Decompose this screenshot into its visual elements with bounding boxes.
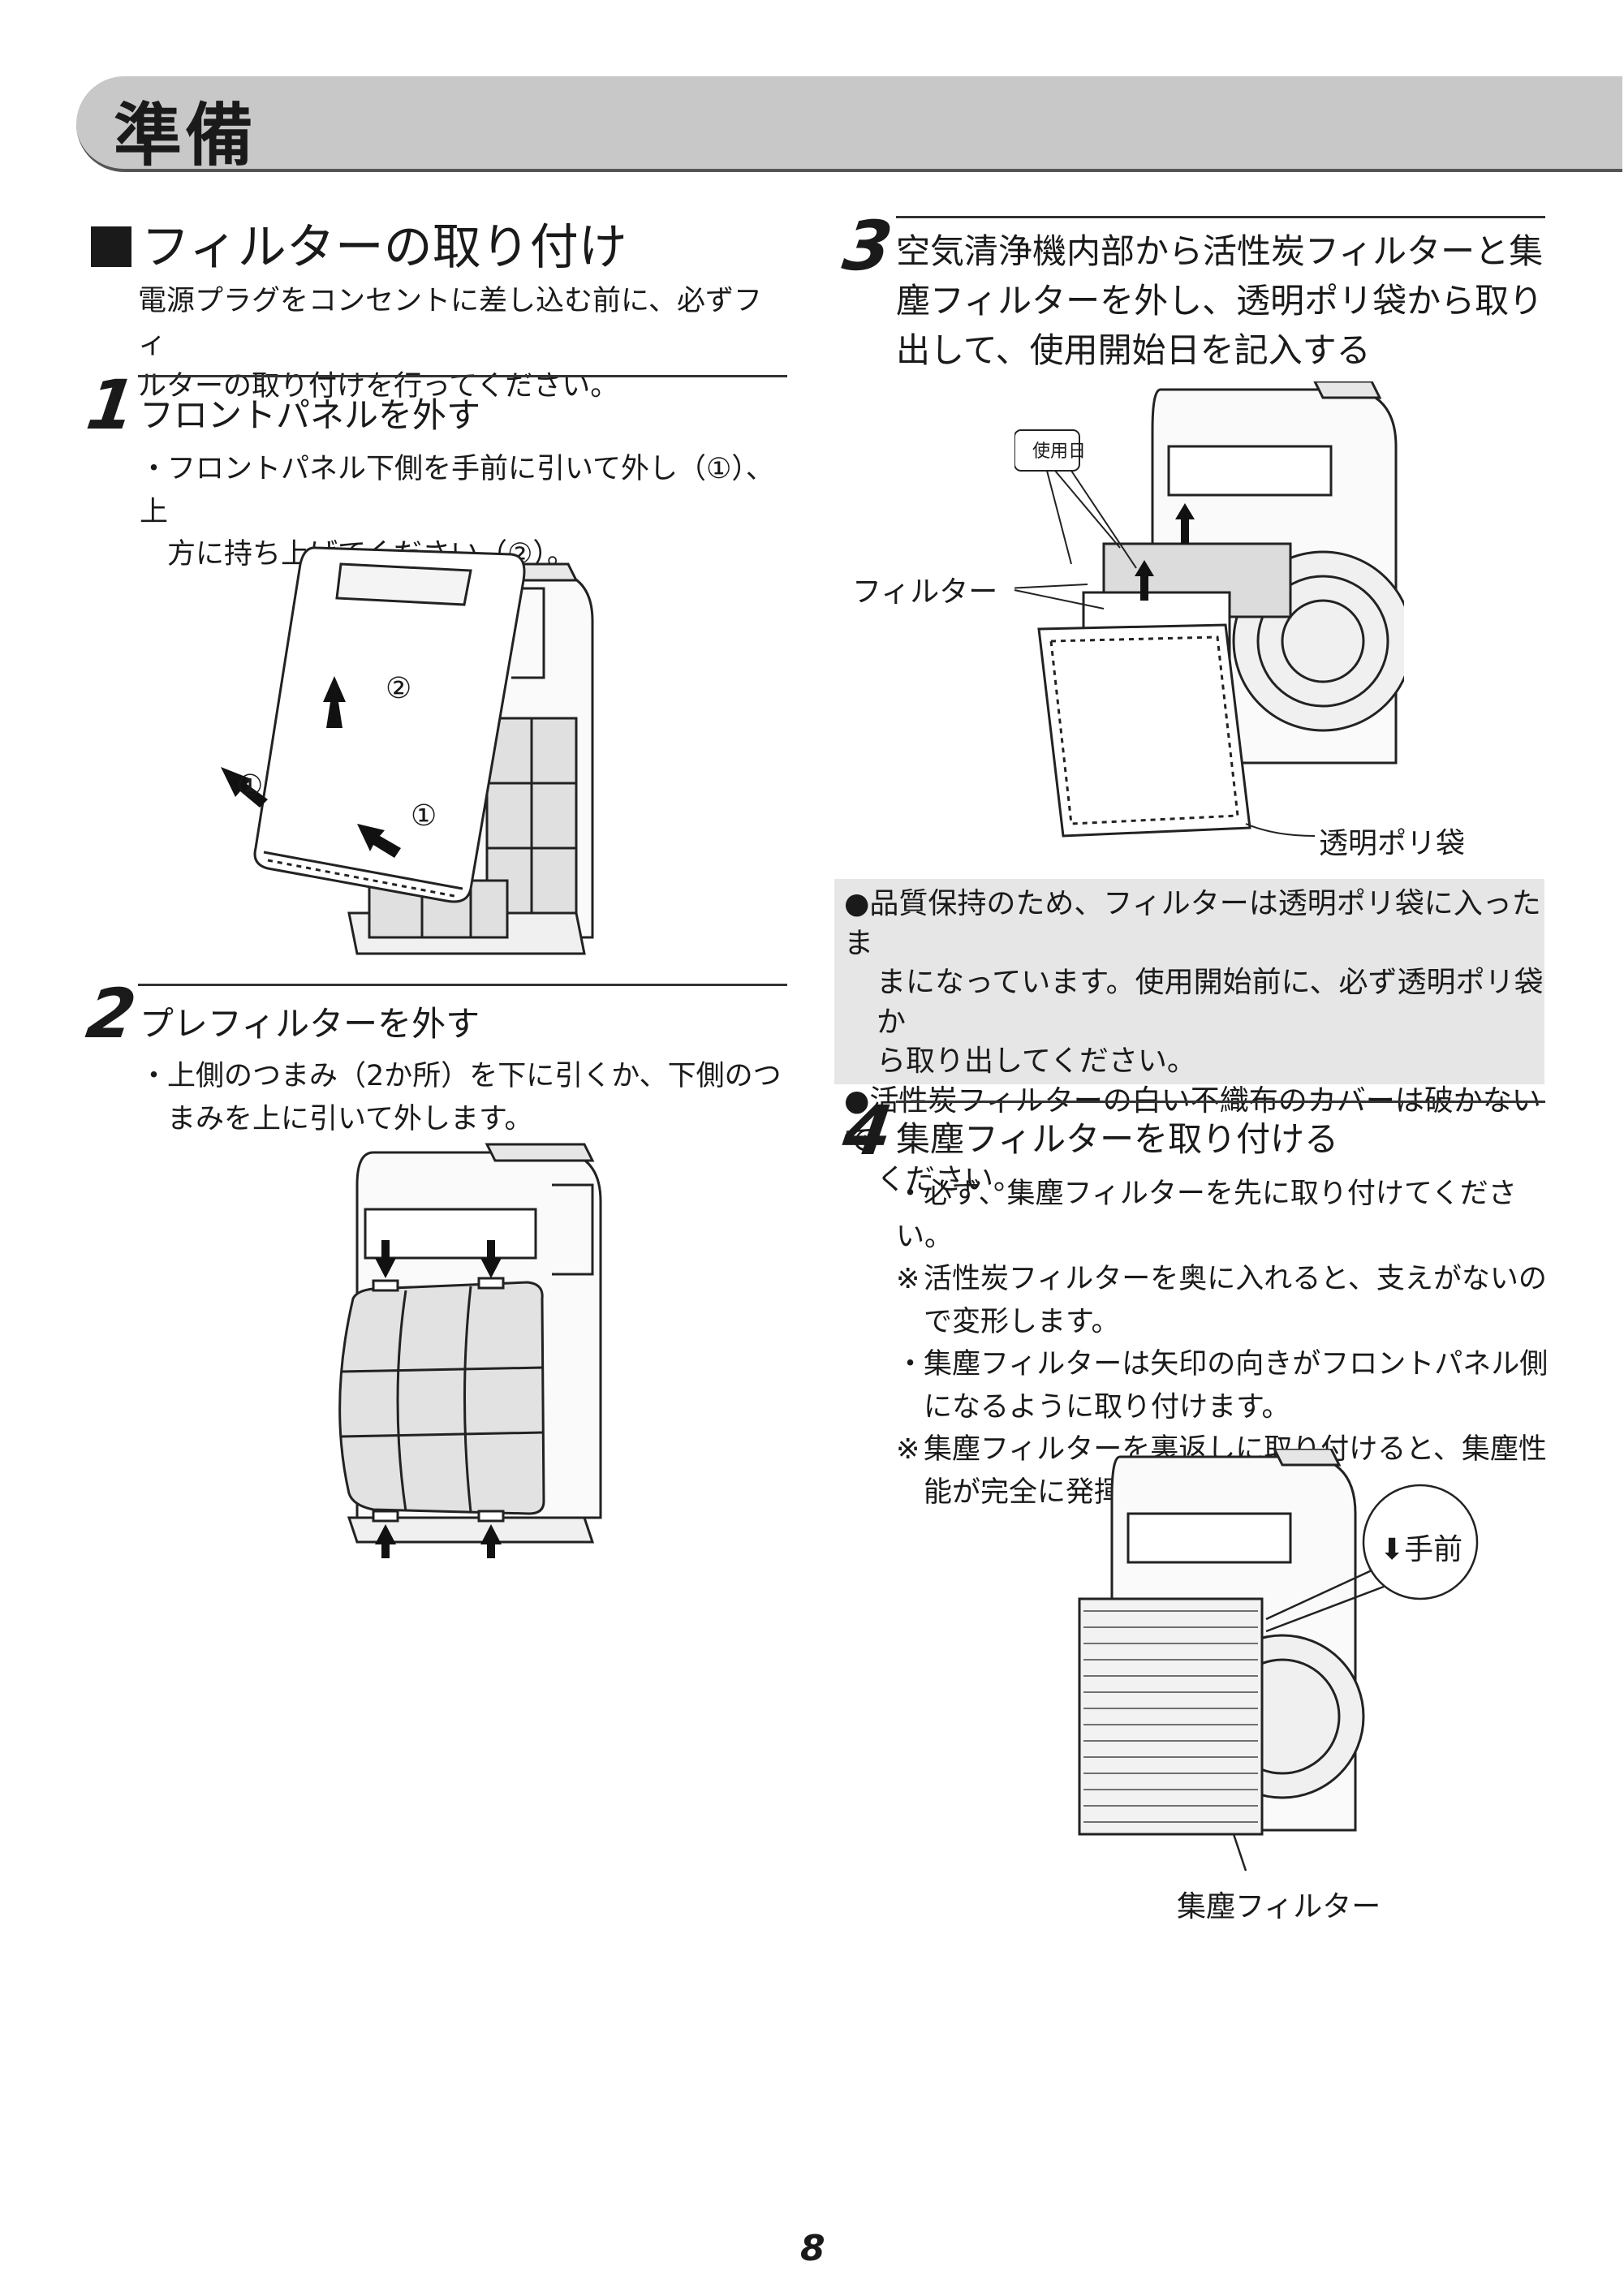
intro-line-1: 電源プラグをコンセントに差し込む前に、必ずフィ [138, 285, 762, 360]
step4-title: 集塵フィルターを取り付ける [896, 1119, 1339, 1159]
label-filter: フィルター [852, 575, 998, 609]
step3-line-2: 塵フィルターを外し、透明ポリ袋から取り [896, 280, 1544, 321]
step1-line-1: フロントパネル下側を手前に引いて外し（①）、上 [140, 453, 774, 528]
bullet-dot: ・ [140, 1060, 169, 1092]
step2-rule [138, 984, 787, 986]
step2-instructions: ・上側のつまみ（2か所）を下に引くか、下側のつ まみを上に引いて外します。 [140, 1055, 797, 1140]
bullet-dot: ・ [896, 1348, 925, 1381]
step2-line-2: まみを上に引いて外します。 [167, 1102, 533, 1135]
step1-number: 1 [82, 365, 141, 445]
label-clear-plastic-bag: 透明ポリ袋 [1319, 827, 1466, 860]
step1-title: フロントパネルを外す [140, 395, 481, 435]
reference-mark: ※ [896, 1433, 920, 1466]
note1-line-3: ら取り出してください。 [877, 1045, 1196, 1079]
label-usage-date: 使用日 [1032, 442, 1087, 462]
reference-mark: ※ [896, 1263, 920, 1295]
step4-bullet-1: 必ず、集塵フィルターを先に取り付けてください。 [896, 1178, 1517, 1253]
bullet-dot: ・ [896, 1178, 925, 1210]
black-square-icon [91, 226, 131, 267]
step4-bullet-2-line-2: になるように取り付けます。 [924, 1390, 1290, 1424]
step1-rule [138, 375, 787, 377]
note1-line-1: 品質保持のため、フィルターは透明ポリ袋に入ったま [844, 887, 1541, 960]
step2-title: プレフィルターを外す [140, 1004, 480, 1044]
step2-number: 2 [82, 974, 141, 1053]
step1-instructions: ・フロントパネル下側を手前に引いて外し（①）、上 方に持ち上げてください（②）。 [140, 448, 797, 576]
step1-callout-pull-left: ① [237, 769, 264, 803]
step4-ref-1-line-1: 活性炭フィルターを奥に入れると、支えがないの [924, 1263, 1547, 1295]
black-circle-bullet: ● [844, 887, 870, 920]
step3-line-3: 出して、使用開始日を記入する [896, 330, 1371, 370]
note1-line-2: まになっています。使用開始前に、必ず透明ポリ袋か [877, 966, 1544, 1039]
step1-callout-lift: ② [386, 672, 412, 705]
caution-note-1: ●品質保持のため、フィルターは透明ポリ袋に入ったま まになっています。使用開始前… [844, 885, 1558, 1200]
step2-line-1: 上側のつまみ（2か所）を下に引くか、下側のつ [167, 1060, 782, 1092]
note2-line-2: ください。 [877, 1163, 1023, 1197]
step2-illustration [338, 1143, 602, 1558]
black-circle-bullet: ● [844, 1083, 870, 1118]
step4-ref-1-line-2: で変形します。 [924, 1305, 1120, 1338]
label-dust-filter: 集塵フィルター [1177, 1890, 1381, 1923]
step4-bullet-2-line-1: 集塵フィルターは矢印の向きがフロントパネル側 [924, 1348, 1549, 1381]
step1-illustration [221, 546, 594, 955]
page-number: 8 [800, 2228, 825, 2269]
page-title: 準備 [114, 96, 257, 175]
step3-rule [896, 216, 1545, 218]
section-title-text: フィルターの取り付け [141, 219, 627, 276]
step3-number: 3 [838, 206, 898, 286]
step3-illustration [1014, 381, 1404, 838]
step1-callout-pull-right: ① [411, 799, 437, 833]
step4-instructions: ・必ず、集塵フィルターを先に取り付けてください。 ※活性炭フィルターを奥に入れる… [896, 1173, 1562, 1514]
step3-title: 空気清浄機内部から活性炭フィルターと集 塵フィルターを外し、透明ポリ袋から取り … [896, 227, 1570, 376]
bullet-dot: ・ [140, 453, 169, 485]
label-front-side: ⬇手前 [1380, 1533, 1463, 1566]
caution-note-box [834, 879, 1544, 1084]
step3-line-1: 空気清浄機内部から活性炭フィルターと集 [896, 231, 1544, 271]
section-title: フィルターの取り付け [91, 208, 627, 278]
step4-rule [896, 1101, 1545, 1103]
header-bar [76, 76, 1622, 172]
step4-illustration [1078, 1449, 1479, 1872]
